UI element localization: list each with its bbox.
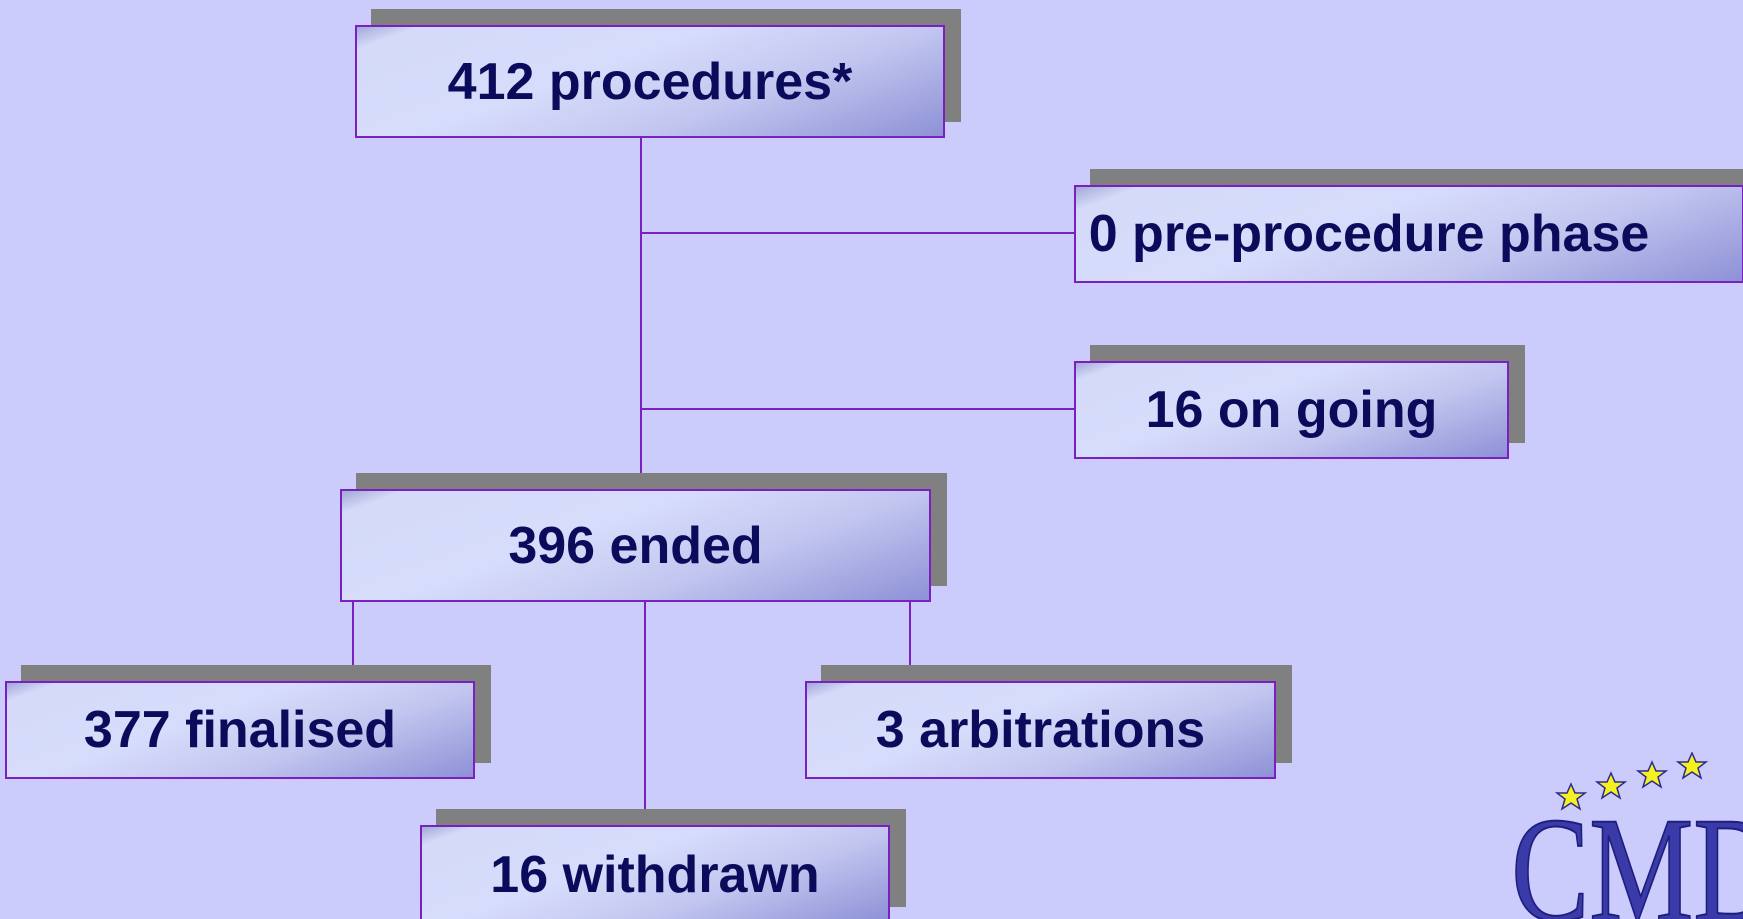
- node-label-finalised: 377 finalised: [83, 701, 397, 759]
- connector-to-ongoing: [640, 408, 1075, 410]
- node-box: 16 on going: [1074, 361, 1509, 459]
- node-box: 377 finalised: [5, 681, 475, 779]
- node-box: 412 procedures*: [355, 25, 945, 138]
- star-icon: [1675, 752, 1709, 780]
- cmd-logo: CMD: [1510, 752, 1743, 919]
- connector-ended-to-finalised: [352, 601, 354, 681]
- node-box: 16 withdrawn: [420, 825, 890, 919]
- star-icon: [1594, 771, 1628, 800]
- star-icon: [1635, 760, 1669, 789]
- node-ongoing: 16 on going: [1074, 345, 1525, 459]
- node-label-ongoing: 16 on going: [1145, 381, 1438, 439]
- logo-text: CMD: [1511, 787, 1743, 919]
- connector-ended-to-withdrawn: [644, 601, 646, 826]
- node-ended: 396 ended: [340, 473, 947, 602]
- node-box: 0 pre-procedure phase: [1074, 185, 1743, 283]
- node-box: 396 ended: [340, 489, 931, 602]
- node-label-root: 412 procedures*: [447, 52, 853, 111]
- connector-root-trunk: [640, 137, 642, 475]
- node-box: 3 arbitrations: [805, 681, 1276, 779]
- node-root: 412 procedures*: [355, 9, 961, 138]
- node-label-ended: 396 ended: [508, 516, 763, 575]
- node-withdrawn: 16 withdrawn: [420, 809, 906, 919]
- logo-stars: [1554, 752, 1709, 811]
- connector-ended-to-arbitrations: [909, 601, 911, 681]
- node-finalised: 377 finalised: [5, 665, 491, 779]
- star-icon: [1554, 782, 1588, 811]
- node-arbitrations: 3 arbitrations: [805, 665, 1292, 779]
- node-label-withdrawn: 16 withdrawn: [490, 846, 820, 904]
- node-label-arbitrations: 3 arbitrations: [875, 701, 1206, 759]
- connector-to-pre-procedure: [640, 232, 1075, 234]
- node-label-pre-procedure: 0 pre-procedure phase: [1088, 205, 1650, 263]
- node-pre-procedure-phase: 0 pre-procedure phase: [1074, 169, 1743, 283]
